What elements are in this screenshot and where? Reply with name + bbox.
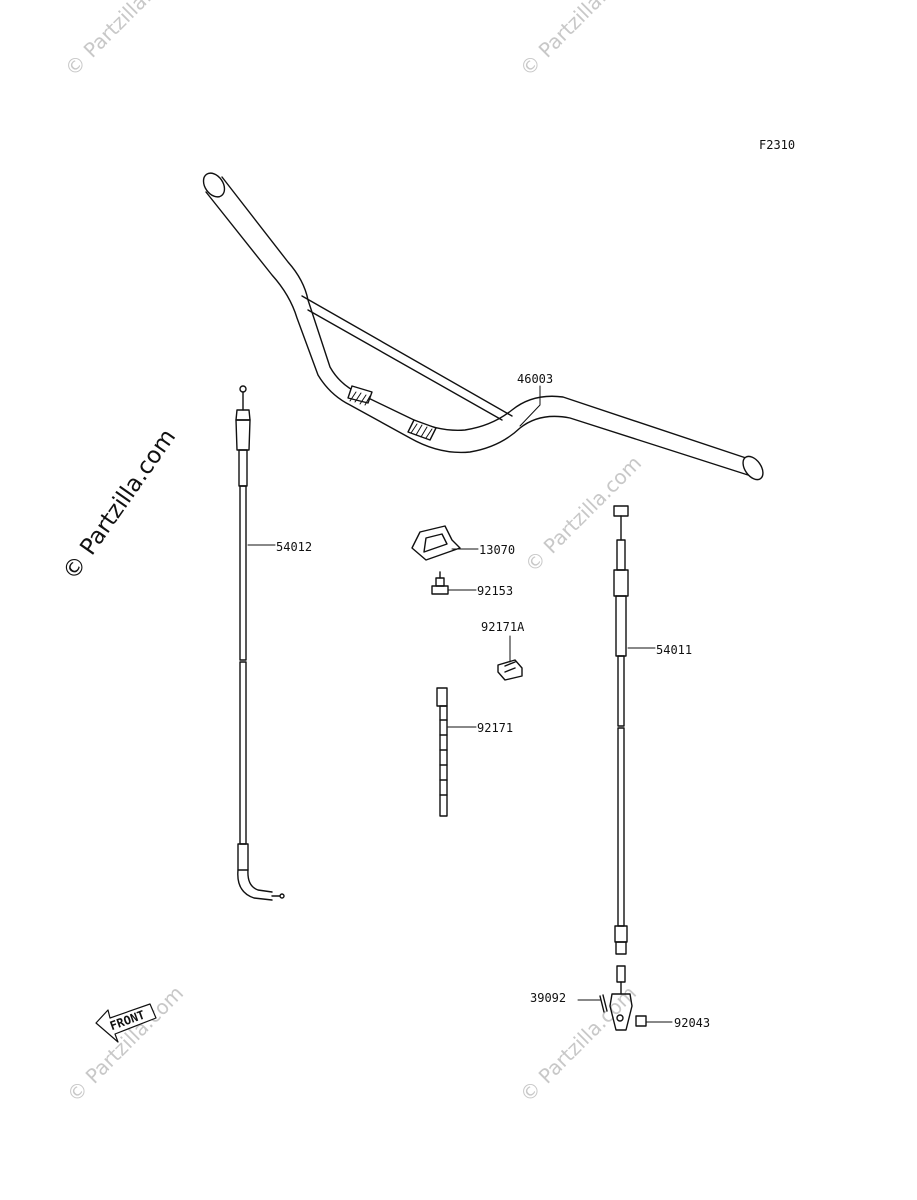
part-label-46003[interactable]: 46003 — [517, 372, 554, 386]
part-label-54012[interactable]: 54012 — [276, 540, 313, 554]
cable-tie-drawing — [436, 687, 448, 817]
cable-guide-drawing — [411, 525, 461, 561]
part-label-13070[interactable]: 13070 — [479, 543, 516, 557]
clamp-a-drawing — [497, 659, 523, 681]
front-arrow-icon — [95, 1003, 157, 1043]
pin-drawing — [635, 1015, 647, 1027]
figure-code: F2310 — [759, 138, 796, 152]
part-label-92153[interactable]: 92153 — [477, 584, 514, 598]
part-label-92171[interactable]: 92171 — [477, 721, 514, 735]
part-label-54011[interactable]: 54011 — [656, 643, 693, 657]
clutch-cable-drawing — [609, 505, 633, 1031]
part-label-39092[interactable]: 39092 — [530, 991, 567, 1005]
bolt-drawing — [431, 571, 449, 595]
cotter-pin-drawing — [599, 994, 608, 1013]
handlebar-drawing — [202, 172, 764, 481]
throttle-cable-drawing — [235, 385, 285, 901]
part-label-92043[interactable]: 92043 — [674, 1016, 711, 1030]
part-label-92171a[interactable]: 92171A — [481, 620, 525, 634]
